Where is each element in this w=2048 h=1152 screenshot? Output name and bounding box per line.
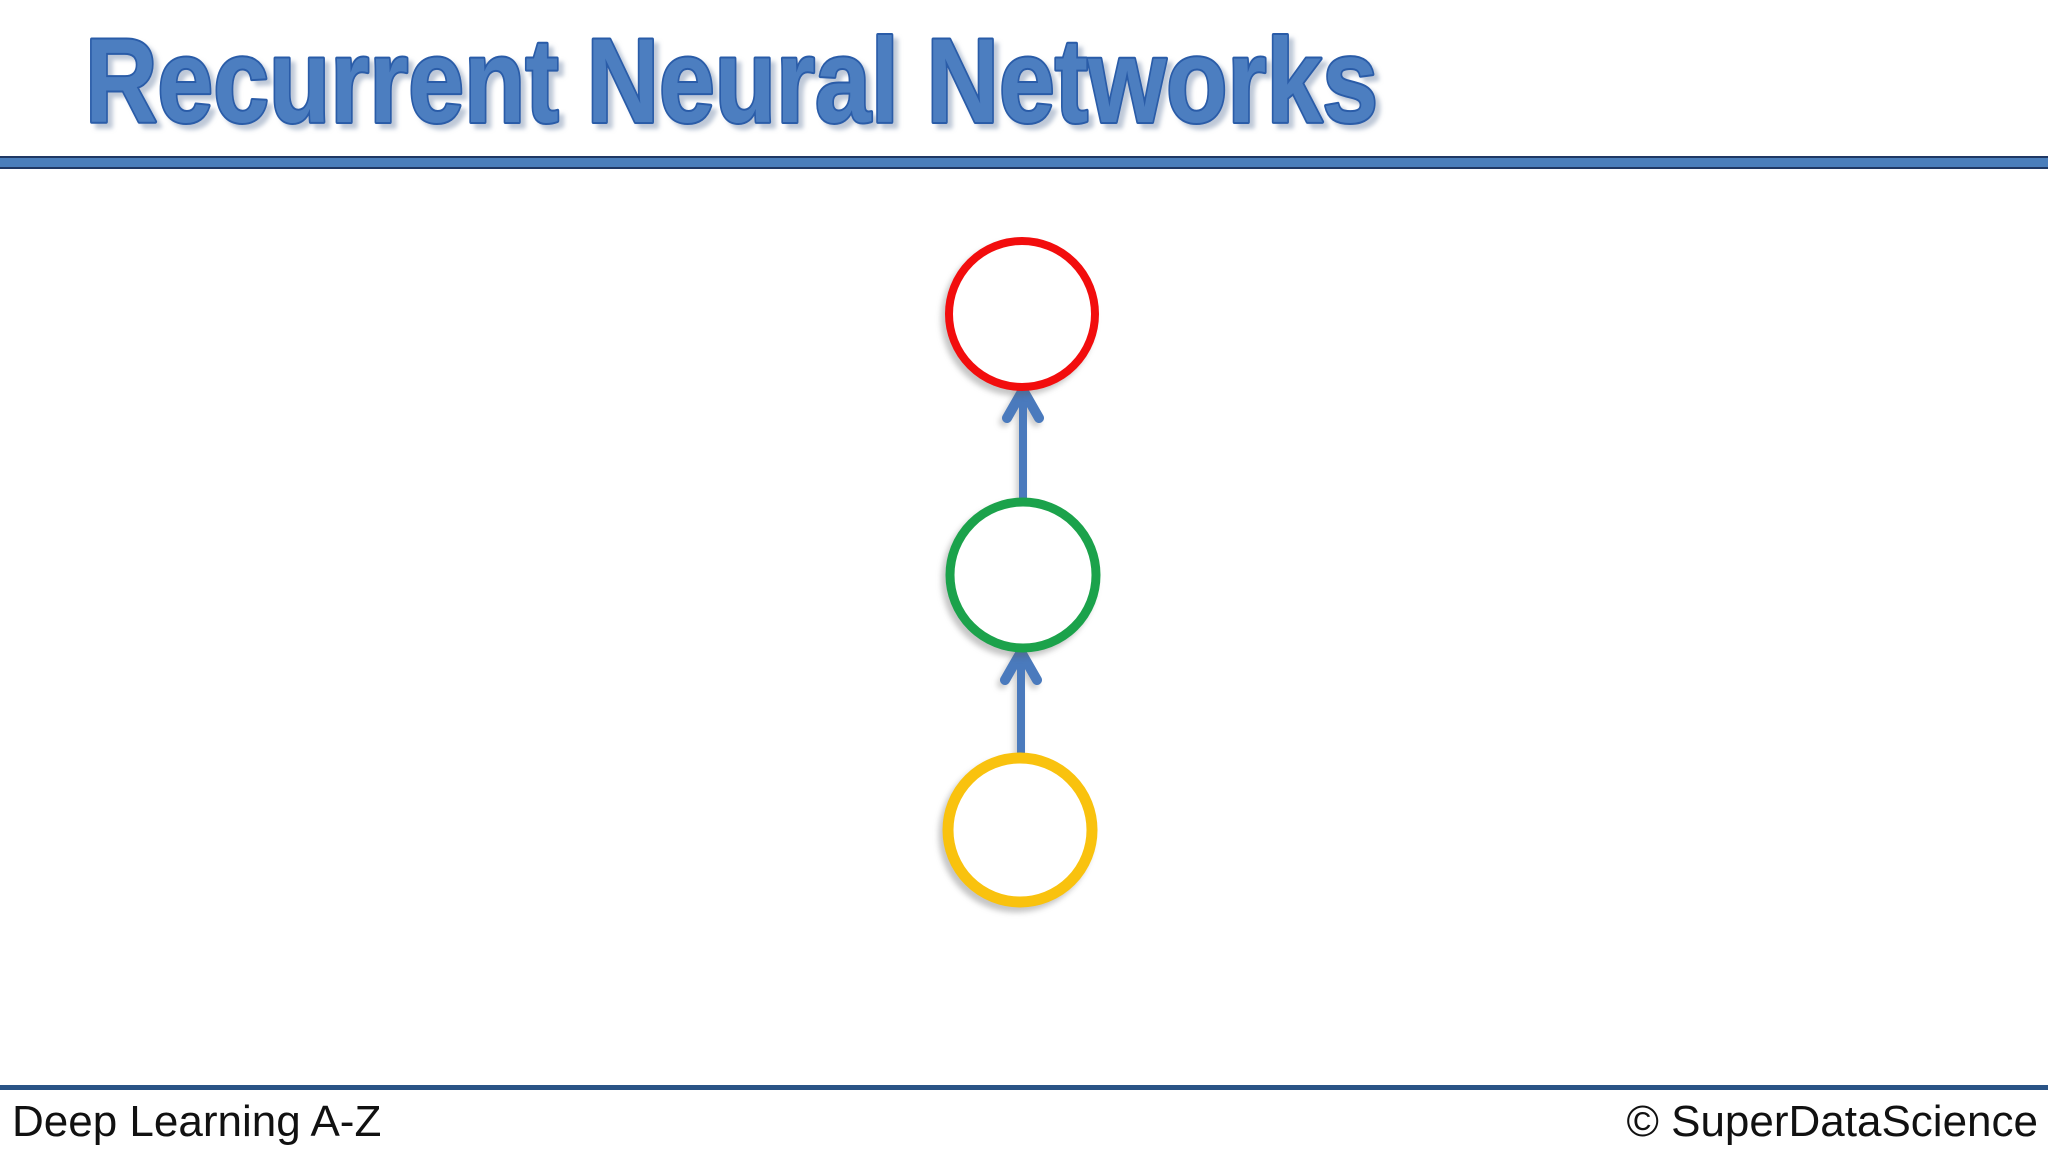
hidden-node-green	[945, 497, 1101, 653]
footer-divider	[0, 1085, 2048, 1090]
footer-course-name: Deep Learning A-Z	[12, 1097, 382, 1146]
page-title: Recurrent Neural Networks	[85, 14, 1378, 148]
title-divider	[0, 156, 2048, 169]
title-graphic: Recurrent Neural Networks	[83, 12, 1380, 150]
arrow-input-to-hidden	[1000, 647, 1042, 757]
arrow-hidden-to-output	[1002, 385, 1044, 503]
output-node-red	[945, 237, 1099, 391]
footer: Deep Learning A-Z © SuperDataScience	[0, 1096, 2048, 1148]
input-node-yellow	[942, 752, 1098, 908]
footer-copyright: © SuperDataScience	[1626, 1097, 2038, 1146]
